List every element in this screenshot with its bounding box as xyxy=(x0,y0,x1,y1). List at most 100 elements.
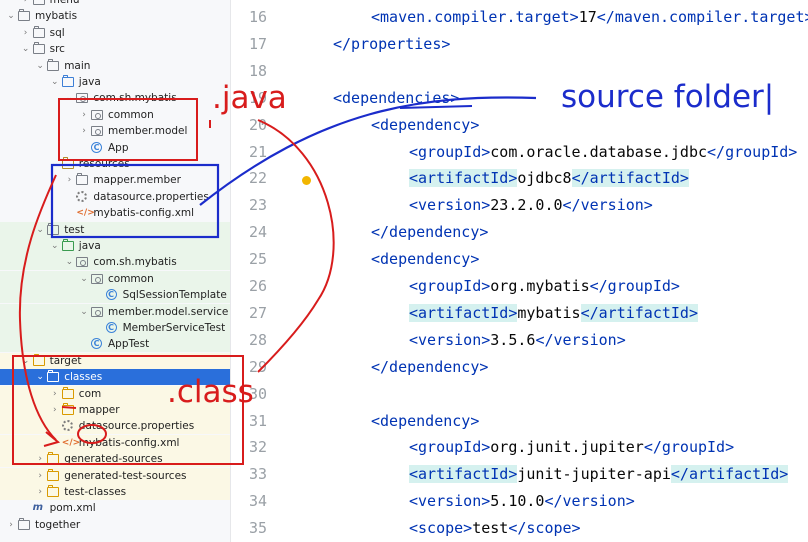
code-line[interactable]: <version>3.5.6</version> xyxy=(409,331,626,349)
tree-item[interactable]: datasource.properties xyxy=(0,418,230,435)
chevron-down-icon[interactable]: ⌄ xyxy=(51,159,59,169)
code-line[interactable]: <dependencies> xyxy=(333,89,459,107)
tree-item[interactable]: </>mybatis-config.xml xyxy=(0,205,230,221)
chevron-down-icon[interactable]: ⌄ xyxy=(65,93,74,104)
chevron-down-icon[interactable]: ⌄ xyxy=(36,60,44,71)
chevron-down-icon[interactable]: ⌄ xyxy=(51,241,59,251)
code-line[interactable]: </dependency> xyxy=(371,223,488,241)
chevron-down-icon[interactable]: ⌄ xyxy=(21,355,30,366)
tree-item[interactable]: › mapper xyxy=(0,402,230,418)
chevron-down-icon[interactable]: ⌄ xyxy=(7,11,15,22)
tree-item[interactable]: ›together xyxy=(0,517,230,533)
chevron-down-icon[interactable]: ⌄ xyxy=(65,257,74,268)
chevron-right-icon[interactable]: › xyxy=(67,175,72,186)
code-line[interactable]: <dependency> xyxy=(371,412,479,430)
code-line[interactable]: <dependency> xyxy=(371,250,479,268)
chevron-right-icon[interactable]: › xyxy=(82,109,86,120)
tree-item-label: mybatis xyxy=(35,10,78,23)
tree-item[interactable]: ⌄ mybatis xyxy=(0,8,230,24)
tree-item[interactable]: ›mapper.member xyxy=(0,172,230,188)
tree-item[interactable]: › generated-test-sources xyxy=(0,467,230,484)
tree-item[interactable]: ⌄ com.sh.mybatis xyxy=(0,254,230,271)
xml-value: test xyxy=(472,519,509,538)
tree-item[interactable]: ⌄target xyxy=(0,352,230,369)
xml-value: 17 xyxy=(578,8,597,26)
chevron-down-icon[interactable]: ⌄ xyxy=(80,273,88,284)
code-line[interactable]: <version>23.2.0.0</version> xyxy=(409,196,653,214)
tree-item[interactable]: ⌄src xyxy=(0,41,230,57)
line-number: 35 xyxy=(248,519,267,538)
tree-item[interactable]: ›com xyxy=(0,385,230,402)
tree-item-label: common xyxy=(108,108,154,121)
code-line[interactable]: <maven.compiler.target>17</maven.compile… xyxy=(371,8,808,26)
line-number: 24 xyxy=(248,223,267,242)
tree-item[interactable]: ⌄com.sh.mybatis xyxy=(0,90,230,106)
tree-item[interactable]: ›member.model xyxy=(0,123,230,139)
chevron-right-icon[interactable]: › xyxy=(52,388,57,399)
code-line[interactable]: </dependency> xyxy=(371,358,488,376)
tree-item[interactable]: ⌄resources xyxy=(0,156,230,172)
code-line[interactable]: <groupId>com.oracle.database.jdbc</group… xyxy=(409,143,797,161)
code-line[interactable]: <artifactId>junit-jupiter-api</artifactI… xyxy=(409,465,789,484)
excluded-folder-icon xyxy=(61,386,74,399)
chevron-down-icon[interactable]: ⌄ xyxy=(36,224,44,235)
folder-icon xyxy=(47,58,60,71)
chevron-right-icon[interactable]: › xyxy=(9,519,13,530)
tree-item[interactable]: › sql xyxy=(0,25,230,41)
chevron-down-icon[interactable]: ⌄ xyxy=(80,306,88,317)
tree-item[interactable]: ⌄member.model.service xyxy=(0,303,230,320)
code-line[interactable]: <artifactId>ojdbc8</artifactId> xyxy=(409,169,689,188)
chevron-down-icon[interactable]: ⌄ xyxy=(21,44,30,55)
tree-item[interactable]: ›test-classes xyxy=(0,484,230,500)
tree-item-label: sql xyxy=(49,26,65,39)
code-line[interactable]: </properties> xyxy=(333,35,450,53)
chevron-right-icon[interactable]: › xyxy=(38,454,42,465)
intention-bulb-icon[interactable] xyxy=(302,176,311,185)
tree-item-label: mapper xyxy=(78,404,120,416)
xml-tag: <dependency> xyxy=(371,250,480,269)
chevron-right-icon[interactable]: › xyxy=(38,470,42,481)
tree-item[interactable]: ⌄classes xyxy=(0,369,230,386)
tree-item[interactable]: ›menu xyxy=(0,0,230,8)
code-line[interactable]: <dependency> xyxy=(371,116,479,134)
chevron-right-icon[interactable]: › xyxy=(38,487,42,497)
package-icon xyxy=(76,93,89,104)
tree-item[interactable]: ⌄java xyxy=(0,238,230,254)
tree-item[interactable]: › common xyxy=(0,107,230,123)
chevron-right-icon[interactable]: › xyxy=(23,0,28,5)
tree-item[interactable]: ›generated-sources xyxy=(0,451,230,468)
code-line[interactable]: <groupId>org.mybatis</groupId> xyxy=(409,277,680,295)
tree-item-label: generated-test-sources xyxy=(64,469,187,482)
xml-value: com.oracle.database.jdbc xyxy=(490,142,708,161)
line-number: 32 xyxy=(248,438,267,457)
code-line[interactable]: <artifactId>mybatis</artifactId> xyxy=(409,303,698,322)
chevron-down-icon[interactable]: ⌄ xyxy=(36,372,44,383)
tree-item[interactable]: ⌄test xyxy=(0,221,230,238)
line-number: 31 xyxy=(248,411,267,430)
code-line[interactable]: <scope>test</scope> xyxy=(409,519,581,537)
line-number: 25 xyxy=(248,250,267,269)
tree-item[interactable]: ⌄java xyxy=(0,74,230,90)
tree-item-label: mybatis-config.xml xyxy=(78,436,180,449)
tree-item-label: com.sh.mybatis xyxy=(93,256,177,269)
tree-item[interactable]: datasource.properties xyxy=(0,189,230,205)
code-line[interactable]: <version>5.10.0</version> xyxy=(409,492,635,510)
xml-tag: </dependency> xyxy=(371,357,489,376)
code-line[interactable]: <groupId>org.junit.jupiter</groupId> xyxy=(409,438,734,456)
tree-item[interactable]: ⌄common xyxy=(0,270,230,287)
chevron-right-icon[interactable]: › xyxy=(82,126,86,137)
tree-item[interactable]: </>mybatis-config.xml xyxy=(0,434,230,451)
chevron-right-icon[interactable]: › xyxy=(23,27,28,38)
chevron-down-icon[interactable]: ⌄ xyxy=(51,77,59,87)
chevron-right-icon[interactable]: › xyxy=(52,405,57,415)
tree-item[interactable]: ⌄main xyxy=(0,58,230,74)
xml-tag: <groupId> xyxy=(409,142,491,161)
folder-icon xyxy=(32,0,45,5)
line-number: 23 xyxy=(248,196,267,215)
